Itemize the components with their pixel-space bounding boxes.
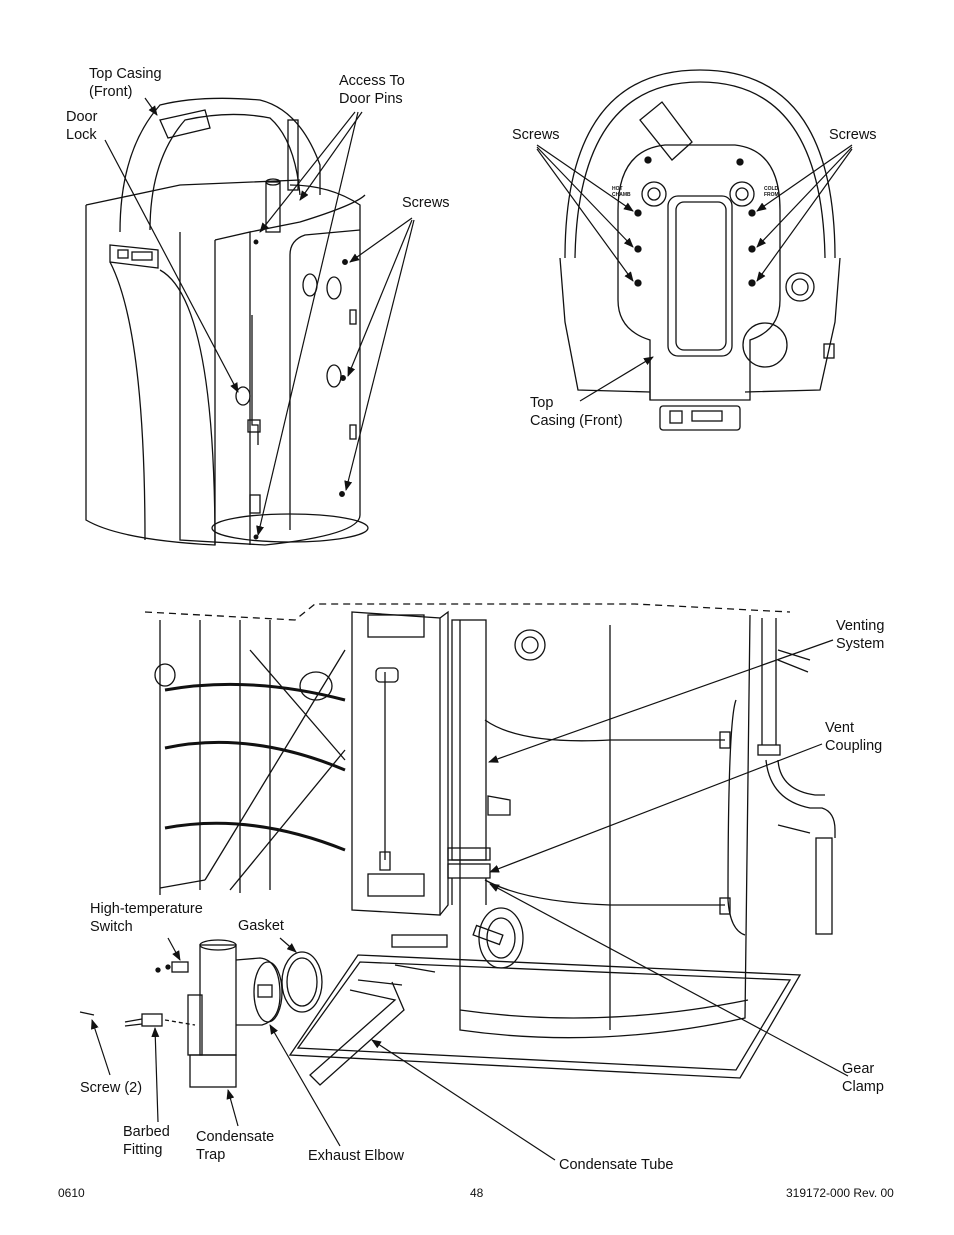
- label-top-casing-front: Top Casing (Front): [89, 66, 162, 100]
- leader-vent-coupling: [489, 743, 823, 873]
- leader-screws-a: [349, 217, 413, 263]
- exploded-lower-view: [79, 603, 836, 1088]
- label-access-door-pins: Access To Door Pins: [339, 73, 405, 107]
- leader-high-temp-switch: [167, 937, 181, 961]
- leader-screw-2: [90, 1019, 111, 1076]
- label-barbed-fitting: Barbed Fitting: [123, 1124, 170, 1158]
- label-high-temp-switch: High-temperature Switch: [90, 901, 203, 935]
- footer-date-code: 0610: [58, 1186, 85, 1200]
- label-screw-2: Screw (2): [80, 1080, 143, 1096]
- leader-top-screws-l2: [536, 146, 634, 248]
- leader-door-pins-2: [256, 111, 359, 536]
- leader-venting-system: [488, 639, 834, 763]
- leader-condensate-trap: [226, 1089, 239, 1127]
- leader-screws-b: [347, 219, 413, 377]
- leader-barbed-fitting: [151, 1027, 160, 1123]
- leader-screws-c: [344, 219, 415, 491]
- label-gear-clamp: Gear Clamp: [842, 1061, 884, 1095]
- leader-top-casing-front: [144, 97, 158, 116]
- label-venting-system: Venting System: [836, 618, 885, 652]
- leader-door-pins-3: [299, 111, 363, 201]
- footer-doc-number: 319172-000 Rev. 00: [786, 1186, 894, 1200]
- label-condensate-trap: Condensate Trap: [196, 1129, 275, 1163]
- leader-top-screws-r2: [756, 146, 853, 248]
- leader-exhaust-elbow: [269, 1024, 341, 1147]
- leader-door-pins-1: [259, 111, 356, 233]
- label-door-lock: Door Lock: [66, 109, 98, 143]
- heater-front-view: [85, 97, 369, 546]
- leader-top-screws-r3: [756, 148, 853, 282]
- label-screws-front: Screws: [402, 195, 450, 211]
- label-vent-coupling: Vent Coupling: [825, 720, 883, 754]
- label-top-casing-front-top-view: Top Casing (Front): [530, 395, 623, 429]
- label-screws-top-right: Screws: [829, 127, 877, 143]
- heater-top-view: [559, 69, 841, 431]
- leader-top-screws-r1: [756, 144, 853, 212]
- leader-top-screws-l3: [536, 148, 634, 282]
- leader-gear-clamp: [489, 883, 849, 1077]
- tag-hot-chamber: HOT CHAMB: [612, 186, 631, 198]
- label-screws-top-left: Screws: [512, 127, 560, 143]
- label-exhaust-elbow: Exhaust Elbow: [308, 1148, 404, 1164]
- leader-gasket: [279, 937, 297, 953]
- leader-door-lock: [104, 139, 239, 393]
- leader-lines: [90, 97, 853, 1161]
- leader-top-screws-l1: [536, 144, 634, 212]
- label-condensate-tube: Condensate Tube: [559, 1157, 674, 1173]
- label-gasket: Gasket: [238, 918, 284, 934]
- footer-page-number: 48: [470, 1186, 484, 1200]
- leader-condensate-tube: [371, 1039, 556, 1161]
- leader-top-casing-top: [579, 356, 654, 402]
- tag-cold-water: COLD FROM: [764, 186, 779, 198]
